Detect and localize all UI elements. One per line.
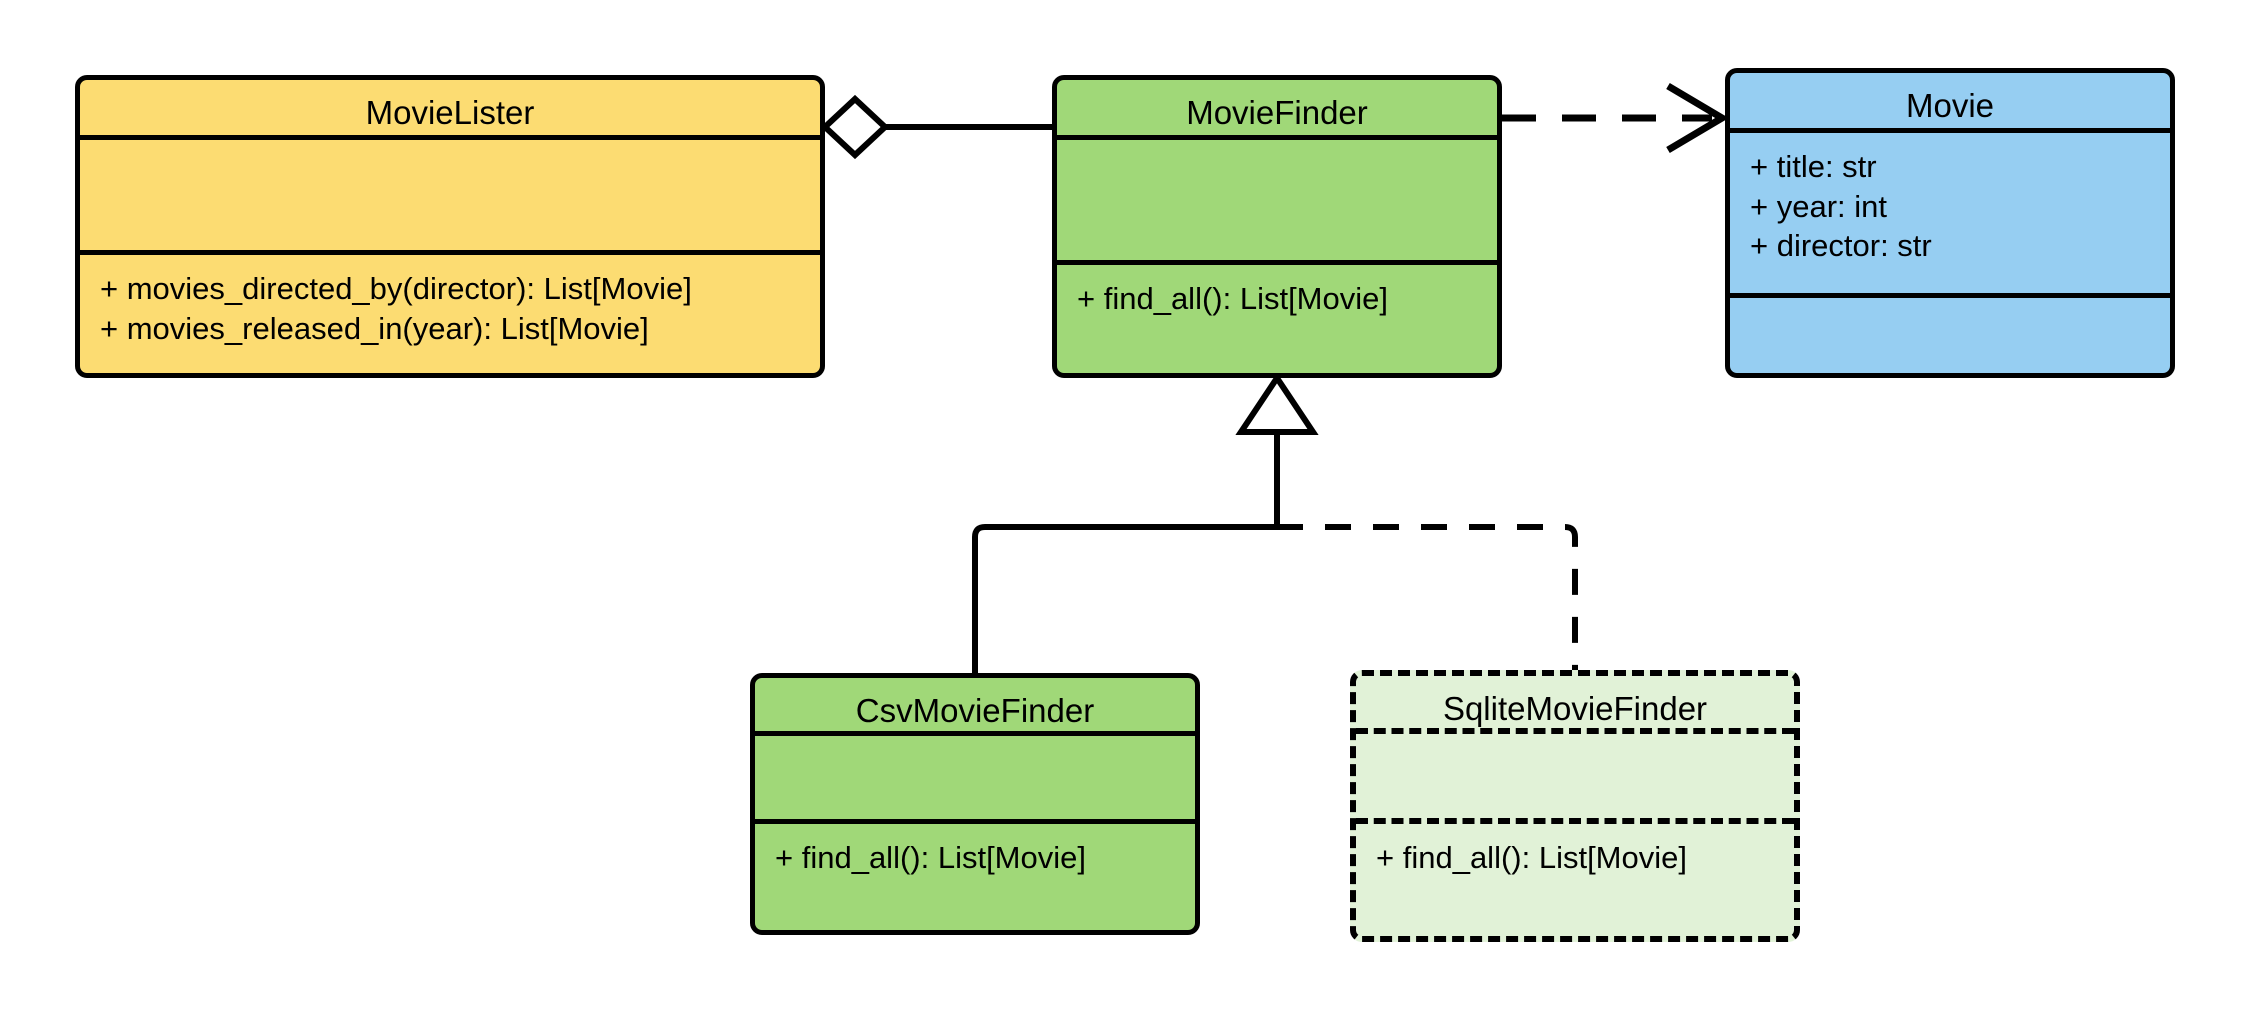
attribute-item: + director: str (1750, 228, 1932, 264)
open-arrow-icon (1666, 82, 1729, 154)
method-item: + movies_directed_by(director): List[Mov… (100, 271, 692, 306)
attribute-item: + title: str (1750, 149, 1877, 184)
class-box-movie-lister[interactable]: MovieLister + movies_directed_by(directo… (75, 75, 825, 378)
edge-aggregation-lister-finder (820, 94, 1052, 160)
class-methods-movie-finder: + find_all(): List[Movie] (1057, 265, 1497, 373)
class-attributes-movie-lister (80, 140, 820, 255)
class-name-csv-movie-finder: CsvMovieFinder (755, 678, 1195, 736)
class-box-csv-movie-finder[interactable]: CsvMovieFinder + find_all(): List[Movie] (750, 673, 1200, 935)
method-item: + find_all(): List[Movie] (775, 840, 1086, 875)
hollow-diamond-icon (820, 94, 890, 160)
class-attributes-csv-movie-finder (755, 736, 1195, 824)
generalization-branch-csv (972, 524, 1277, 673)
edge-generalization-trunk (1235, 372, 1319, 527)
edge-generalization-csv (972, 524, 1277, 673)
class-name-movie-finder: MovieFinder (1057, 80, 1497, 140)
class-methods-sqlite-movie-finder: + find_all(): List[Movie] (1356, 824, 1794, 936)
method-item: + find_all(): List[Movie] (1077, 281, 1388, 316)
method-item: + movies_released_in(year): List[Movie] (100, 310, 649, 346)
class-attributes-sqlite-movie-finder (1356, 734, 1794, 824)
class-box-movie-finder[interactable]: MovieFinder + find_all(): List[Movie] (1052, 75, 1502, 378)
class-box-sqlite-movie-finder[interactable]: SqliteMovieFinder + find_all(): List[Mov… (1350, 670, 1800, 942)
class-methods-csv-movie-finder: + find_all(): List[Movie] (755, 824, 1195, 930)
generalization-branch-sqlite (1277, 524, 1578, 670)
class-attributes-movie-finder (1057, 140, 1497, 265)
class-methods-movie-lister: + movies_directed_by(director): List[Mov… (80, 255, 820, 373)
edge-generalization-sqlite (1277, 524, 1578, 670)
class-attributes-movie: + title: str + year: int + director: str (1730, 133, 2170, 298)
class-name-movie: Movie (1730, 73, 2170, 133)
method-item: + find_all(): List[Movie] (1376, 840, 1687, 875)
class-box-movie[interactable]: Movie + title: str + year: int + directo… (1725, 68, 2175, 378)
class-name-movie-lister: MovieLister (80, 80, 820, 140)
hollow-triangle-icon (1235, 372, 1319, 435)
attribute-item: + year: int (1750, 188, 1887, 224)
class-name-sqlite-movie-finder: SqliteMovieFinder (1356, 676, 1794, 734)
edge-dependency-finder-movie (1502, 82, 1729, 154)
class-methods-movie (1730, 298, 2170, 373)
